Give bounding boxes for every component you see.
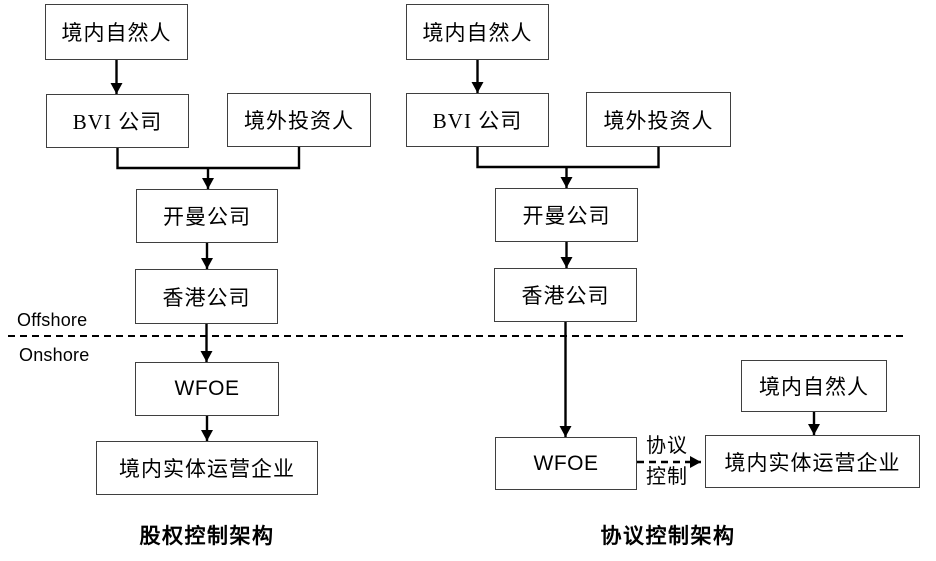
caption-vie-structure: 协议控制架构 (600, 524, 736, 548)
vie-link-label-top: 协议 (646, 435, 688, 457)
node-left-cayman-company: 开曼公司 (136, 189, 278, 243)
vie-link-label-bottom: 控制 (646, 466, 688, 488)
node-left-wfoe: WFOE (135, 362, 279, 416)
node-left-foreign-investor: 境外投资人 (227, 93, 371, 147)
offshore-label: Offshore (17, 310, 88, 330)
node-left-domestic-person: 境内自然人 (45, 4, 188, 60)
node-right-domestic-person-onshore: 境内自然人 (741, 360, 887, 412)
node-right-wfoe: WFOE (495, 437, 637, 490)
node-right-domestic-person: 境内自然人 (406, 4, 549, 60)
onshore-label: Onshore (19, 345, 90, 365)
node-left-operating-entity: 境内实体运营企业 (96, 441, 318, 495)
node-left-bvi-company: BVI 公司 (46, 94, 189, 148)
caption-equity-structure: 股权控制架构 (139, 524, 275, 548)
node-right-operating-entity: 境内实体运营企业 (705, 435, 920, 488)
node-left-hongkong-company: 香港公司 (135, 269, 278, 324)
node-right-cayman-company: 开曼公司 (495, 188, 638, 242)
node-right-hongkong-company: 香港公司 (494, 268, 637, 322)
node-right-bvi-company: BVI 公司 (406, 93, 549, 147)
merge-line-left (116, 147, 301, 170)
merge-line-right (476, 147, 660, 169)
node-right-foreign-investor: 境外投资人 (586, 92, 731, 147)
